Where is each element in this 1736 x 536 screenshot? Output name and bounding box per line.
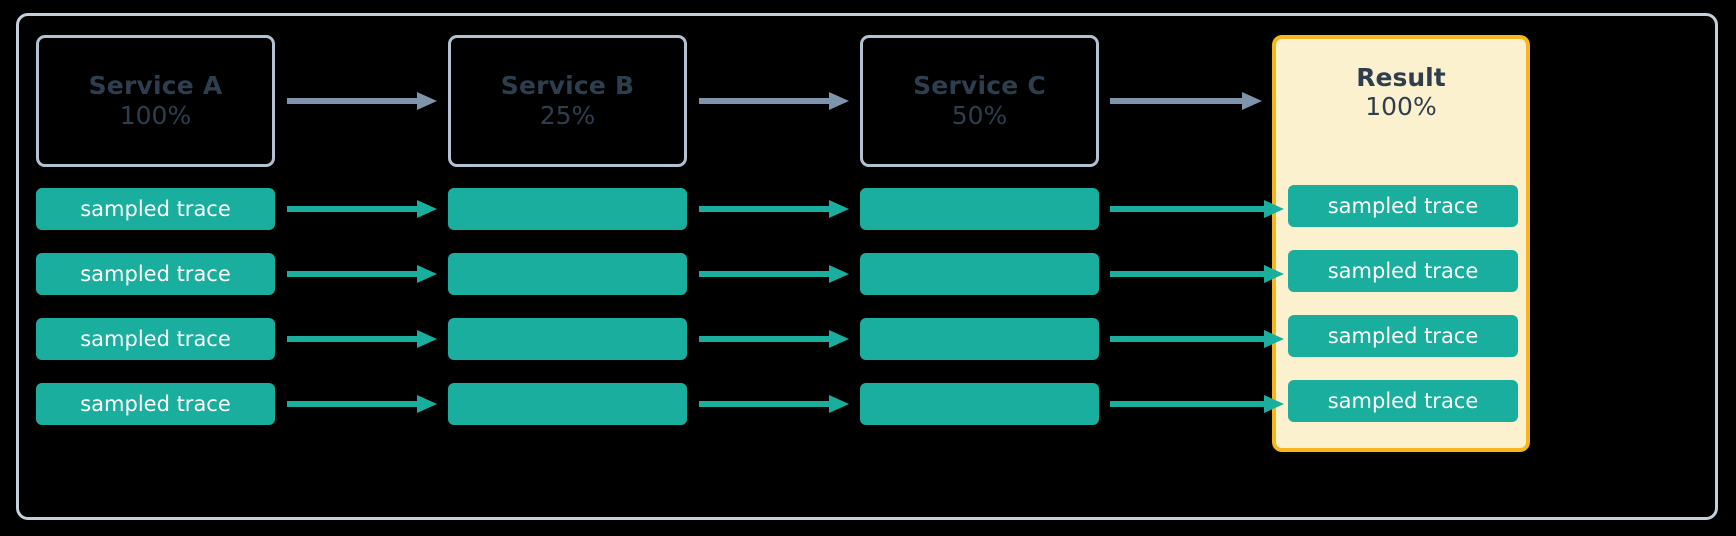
arrow-right-icon-trace-a-to-b-3 bbox=[287, 327, 437, 351]
service-c-trace-bar-1 bbox=[860, 188, 1099, 230]
result-trace-bar-1: sampled trace bbox=[1288, 185, 1518, 227]
service-c-percent: 50% bbox=[951, 100, 1008, 130]
arrow-right-icon-trace-b-to-c-2 bbox=[699, 262, 849, 286]
service-box-c: Service C 50% bbox=[860, 35, 1099, 167]
service-box-a: Service A 100% bbox=[36, 35, 275, 167]
service-a-trace-bar-3: sampled trace bbox=[36, 318, 275, 360]
result-title: Result bbox=[1356, 63, 1446, 92]
service-c-trace-bar-2 bbox=[860, 253, 1099, 295]
service-a-trace-bar-4: sampled trace bbox=[36, 383, 275, 425]
service-a-trace-bar-2: sampled trace bbox=[36, 253, 275, 295]
arrow-right-icon-trace-c-to-result-2 bbox=[1110, 262, 1284, 286]
arrow-right-icon-service-a-to-b bbox=[287, 89, 437, 113]
service-a-trace-bar-1: sampled trace bbox=[36, 188, 275, 230]
service-c-trace-bar-4 bbox=[860, 383, 1099, 425]
arrow-right-icon-trace-c-to-result-3 bbox=[1110, 327, 1284, 351]
arrow-right-icon-trace-b-to-c-3 bbox=[699, 327, 849, 351]
result-trace-bar-2: sampled trace bbox=[1288, 250, 1518, 292]
service-b-trace-bar-2 bbox=[448, 253, 687, 295]
arrow-right-icon-trace-c-to-result-4 bbox=[1110, 392, 1284, 416]
diagram-outer-frame bbox=[16, 13, 1718, 520]
service-c-trace-bar-3 bbox=[860, 318, 1099, 360]
arrow-right-icon-trace-a-to-b-1 bbox=[287, 197, 437, 221]
service-c-title: Service C bbox=[913, 71, 1046, 101]
service-a-percent: 100% bbox=[119, 100, 192, 130]
arrow-right-icon-trace-c-to-result-1 bbox=[1110, 197, 1284, 221]
arrow-right-icon-trace-b-to-c-4 bbox=[699, 392, 849, 416]
service-box-b: Service B 25% bbox=[448, 35, 687, 167]
arrow-right-icon-trace-b-to-c-1 bbox=[699, 197, 849, 221]
result-box: Result 100% sampled trace sampled trace … bbox=[1272, 35, 1530, 452]
service-b-trace-bar-3 bbox=[448, 318, 687, 360]
result-trace-bar-3: sampled trace bbox=[1288, 315, 1518, 357]
service-b-title: Service B bbox=[500, 71, 635, 101]
arrow-right-icon-service-c-to-result bbox=[1110, 89, 1262, 113]
service-b-trace-bar-1 bbox=[448, 188, 687, 230]
service-a-title: Service A bbox=[88, 71, 223, 101]
result-trace-bar-4: sampled trace bbox=[1288, 380, 1518, 422]
service-b-trace-bar-4 bbox=[448, 383, 687, 425]
service-b-percent: 25% bbox=[539, 100, 596, 130]
arrow-right-icon-trace-a-to-b-2 bbox=[287, 262, 437, 286]
arrow-right-icon-service-b-to-c bbox=[699, 89, 849, 113]
result-header: Result 100% bbox=[1276, 63, 1526, 122]
result-percent: 100% bbox=[1365, 92, 1437, 122]
arrow-right-icon-trace-a-to-b-4 bbox=[287, 392, 437, 416]
